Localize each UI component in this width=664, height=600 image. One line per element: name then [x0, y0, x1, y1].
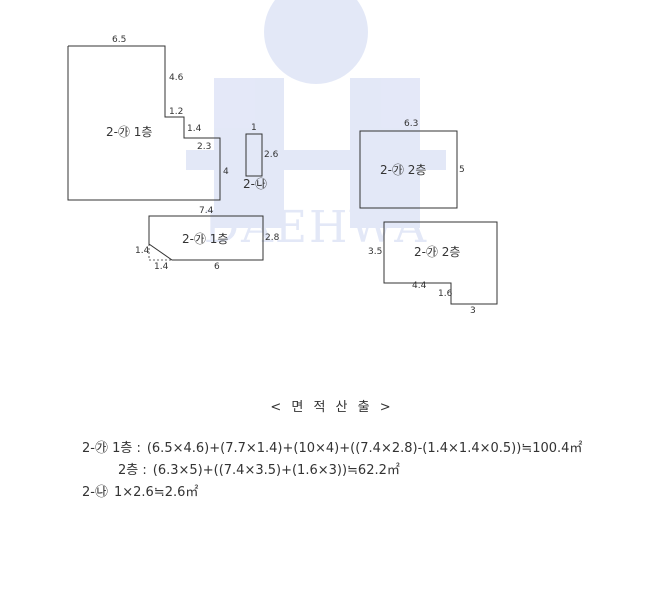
- label-ga1-main: 2-㉮ 1층: [106, 125, 152, 139]
- label-ga1-bottom: 2-㉮ 1층: [182, 232, 228, 246]
- calc-row-ga1: 2-㉮ 1층 : (6.5×4.6)+(7.7×1.4)+(10×4)+((7.4…: [82, 437, 582, 456]
- label-ga2-lower: 2-㉮ 2층: [414, 245, 460, 259]
- dim-3: 3: [470, 306, 476, 316]
- dim-2-3: 2.3: [197, 142, 211, 152]
- dim-4-6: 4.6: [169, 73, 184, 83]
- watermark-emblem-circle: [264, 0, 368, 84]
- shape-ga2-lower: [383, 221, 498, 305]
- calc-row-ga1-label: 2-㉮ 1층 :: [82, 441, 141, 456]
- calc-row-ga2: 2층 : (6.3×5)+((7.4×3.5)+(1.6×3))≒62.2㎡: [118, 459, 400, 478]
- calc-row-na-formula: 1×2.6≒2.6㎡: [113, 485, 199, 500]
- calc-row-na: 2-㉯ 1×2.6≒2.6㎡: [82, 481, 198, 500]
- dim-1-4-upper: 1.4: [187, 124, 202, 134]
- dim-7-4: 7.4: [199, 206, 214, 216]
- watermark-emblem-base: [186, 150, 446, 170]
- calc-row-ga2-formula: (6.3×5)+((7.4×3.5)+(1.6×3))≒62.2㎡: [152, 463, 400, 478]
- dim-2-8: 2.8: [265, 233, 280, 243]
- dim-1-2: 1.2: [169, 107, 183, 117]
- area-calculation-heading: < 면 적 산 출 >: [270, 400, 394, 415]
- calc-row-ga2-label: 2층 :: [118, 463, 147, 478]
- dim-4-4: 4.4: [412, 281, 427, 291]
- dim-3-5: 3.5: [368, 247, 382, 257]
- shape-ga1-bottom: [148, 215, 264, 261]
- calc-row-ga1-formula: (6.5×4.6)+(7.7×1.4)+(10×4)+((7.4×2.8)-(1…: [146, 441, 583, 456]
- watermark: DAEHWA: [186, 0, 446, 253]
- dim-2-6: 2.6: [264, 150, 279, 160]
- dim-6: 6: [214, 262, 220, 272]
- shape-ga2-right: [359, 130, 458, 209]
- calc-row-na-label: 2-㉯: [82, 485, 108, 500]
- dim-1: 1: [251, 123, 257, 133]
- dim-5: 5: [459, 165, 465, 175]
- dim-6-3: 6.3: [404, 119, 418, 129]
- dim-top-6-5: 6.5: [112, 35, 126, 45]
- label-ga2-right: 2-㉮ 2층: [380, 163, 426, 177]
- dim-1-4-left: 1.4: [135, 246, 150, 256]
- dim-1-6: 1.6: [438, 289, 453, 299]
- shape-ga1-main: [67, 45, 221, 201]
- dim-4: 4: [223, 167, 229, 177]
- dim-1-4-bottom: 1.4: [154, 262, 169, 272]
- label-na-box: 2-㉯: [243, 177, 267, 191]
- watermark-text: DAEHWA: [204, 202, 428, 253]
- shape-na-box: [245, 133, 263, 177]
